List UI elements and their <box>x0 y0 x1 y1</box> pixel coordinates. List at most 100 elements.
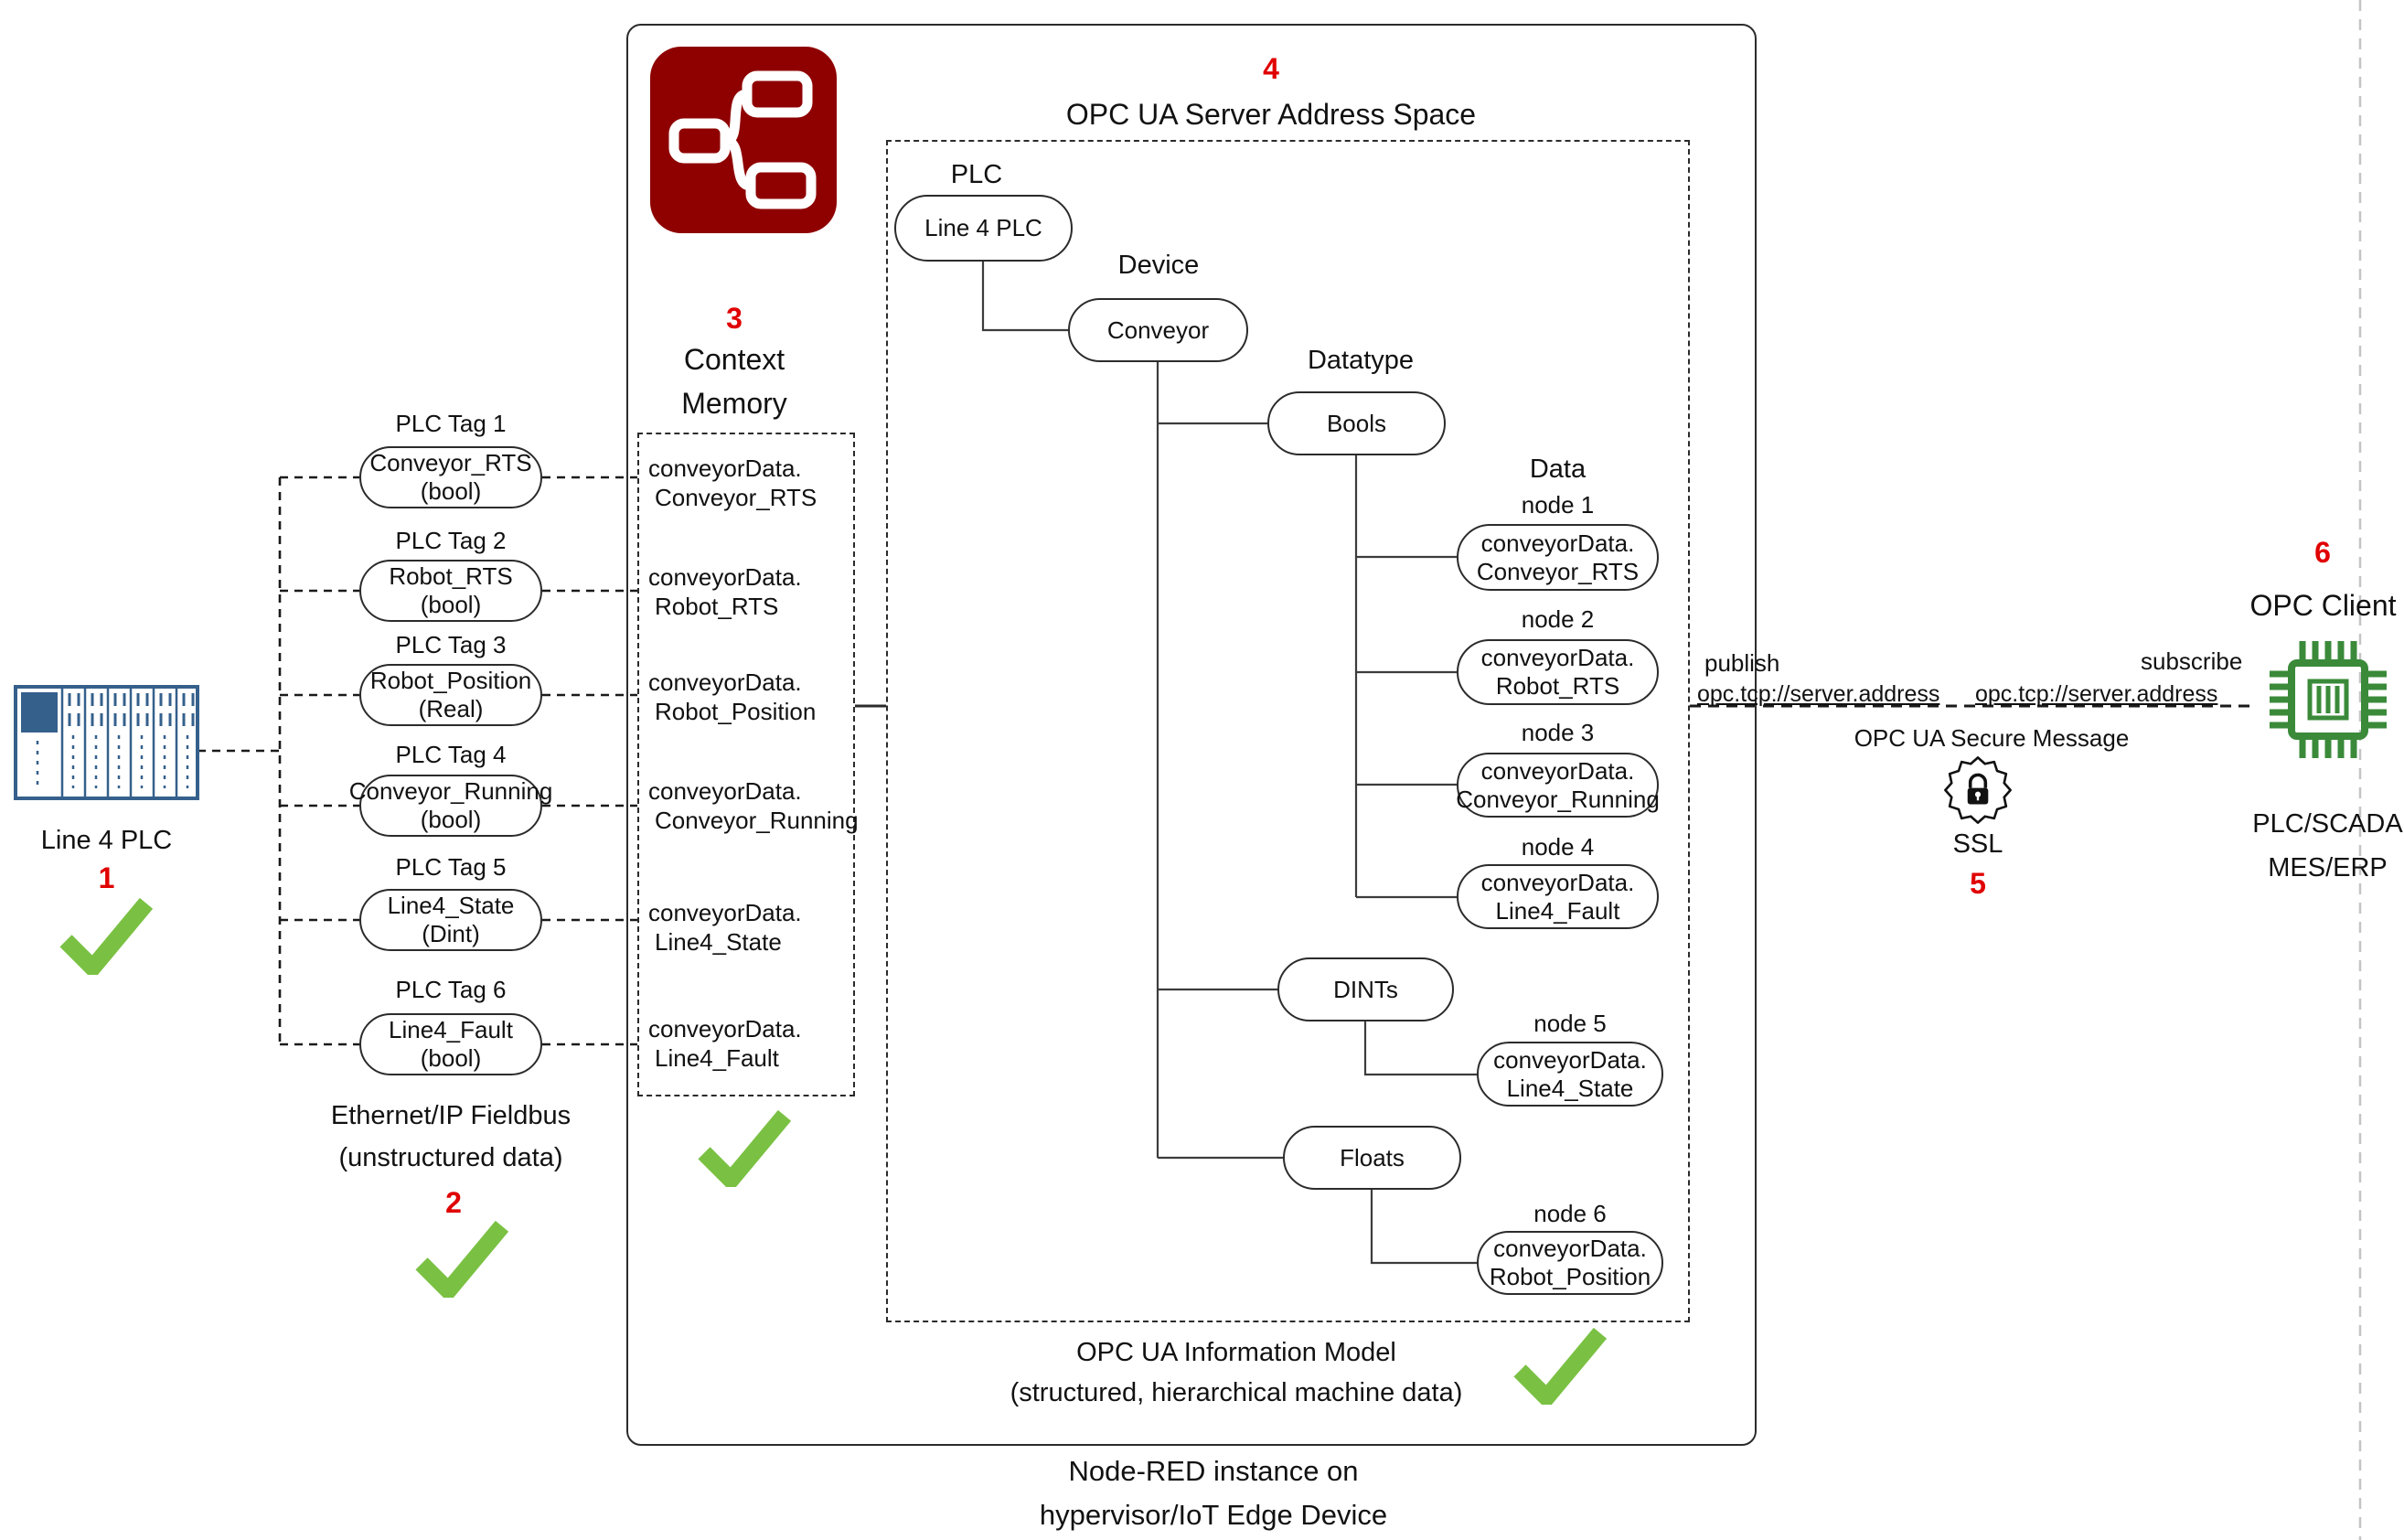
subscribe-label: subscribe <box>2141 647 2243 675</box>
node-red-caption-line1: Node-RED instance on <box>1068 1455 1359 1487</box>
plc-tag-pill: Robot_RTS (bool) <box>359 560 542 622</box>
data-node-pill: conveyorData. Robot_RTS <box>1457 639 1659 705</box>
level-label-data: Data <box>1529 455 1587 484</box>
plc-tag-pill: Line4_State (Dint) <box>359 889 542 951</box>
context-item-name: Line4_Fault <box>655 1043 779 1072</box>
tree-node-label: Bools <box>1326 409 1387 437</box>
plc-rack-icon <box>14 685 199 800</box>
data-node-prefix: conveyorData. <box>1493 1235 1647 1263</box>
step-1: 1 <box>98 861 115 894</box>
data-node-caption: node 1 <box>1521 491 1595 519</box>
context-item-prefix: conveyorData. <box>648 668 802 696</box>
plc-tag-caption: PLC Tag 5 <box>395 853 507 881</box>
tree-node-label: Conveyor <box>1106 315 1210 344</box>
plc-tag-caption: PLC Tag 2 <box>395 527 507 554</box>
data-node-name: Line4_State <box>1506 1074 1634 1102</box>
tag-type: (Real) <box>418 695 484 722</box>
node-red-icon <box>650 47 837 233</box>
data-node-caption: node 3 <box>1521 719 1595 746</box>
plc-label: Line 4 PLC <box>40 826 173 855</box>
ssl-badge-icon <box>1944 756 2012 824</box>
step-6: 6 <box>2314 536 2331 569</box>
tag-name: Conveyor_Running <box>348 777 553 806</box>
tag-name: Line4_Fault <box>389 1016 513 1044</box>
data-node-prefix: conveyorData. <box>1493 1045 1647 1074</box>
data-node-caption: node 6 <box>1533 1200 1607 1227</box>
tree-node-label: Floats <box>1340 1143 1405 1171</box>
step-2: 2 <box>445 1186 462 1219</box>
tag-type: (Dint) <box>422 920 480 947</box>
data-node-caption: node 4 <box>1521 833 1595 861</box>
level-label-plc: PLC <box>950 160 1003 189</box>
tree-node-dints: DINTs <box>1277 957 1454 1021</box>
fieldbus-label-line2: (unstructured data) <box>338 1143 563 1172</box>
data-node-pill: conveyorData. Conveyor_RTS <box>1457 524 1659 591</box>
context-memory-box <box>637 433 855 1096</box>
context-item-name: Conveyor_RTS <box>655 483 817 511</box>
tag-name: Robot_Position <box>369 667 532 695</box>
context-item: conveyorData. Robot_RTS <box>648 563 864 621</box>
data-node-pill: conveyorData. Conveyor_Running <box>1456 753 1660 818</box>
client-system-line1: PLC/SCADA <box>2252 809 2403 839</box>
context-item-name: Robot_RTS <box>655 592 779 620</box>
tree-node-device: Conveyor <box>1068 298 1248 362</box>
ssl-label: SSL <box>1952 829 2003 859</box>
opc-client-title: OPC Client <box>2249 589 2397 622</box>
checkmark-icon <box>698 1109 792 1187</box>
publish-address: opc.tcp://server.address <box>1697 681 1940 707</box>
context-item: conveyorData. Line4_Fault <box>648 1015 864 1073</box>
context-memory-title-line2: Memory <box>681 387 787 420</box>
data-node-prefix: conveyorData. <box>1480 868 1635 896</box>
tree-node-label: Line 4 PLC <box>924 214 1042 242</box>
secure-message-label: OPC UA Secure Message <box>1854 724 2130 752</box>
context-item-prefix: conveyorData. <box>648 563 802 591</box>
information-model-caption-line1: OPC UA Information Model <box>1076 1338 1396 1367</box>
tag-type: (bool) <box>420 591 482 618</box>
context-item-name: Line4_State <box>655 927 782 956</box>
context-memory-title-line1: Context <box>683 343 785 376</box>
data-node-name: Conveyor_Running <box>1456 785 1660 813</box>
step-5: 5 <box>1970 867 1986 900</box>
context-item: conveyorData. Line4_State <box>648 899 864 957</box>
context-item: conveyorData. Conveyor_RTS <box>648 455 864 512</box>
tag-type: (bool) <box>420 1044 482 1072</box>
context-item-prefix: conveyorData. <box>648 455 802 482</box>
subscribe-address: opc.tcp://server.address <box>1975 681 2218 707</box>
plc-tag-caption: PLC Tag 1 <box>395 410 507 437</box>
data-node-name: Line4_Fault <box>1495 896 1620 925</box>
plc-tag-pill: Conveyor_RTS (bool) <box>359 446 542 508</box>
client-system-line2: MES/ERP <box>2268 853 2388 882</box>
plc-tag-caption: PLC Tag 4 <box>395 741 507 768</box>
context-item-name: Conveyor_Running <box>655 806 859 834</box>
address-space-box <box>886 140 1690 1322</box>
tree-node-floats: Floats <box>1283 1126 1461 1190</box>
tree-node-plc: Line 4 PLC <box>894 195 1073 262</box>
chip-icon <box>2270 641 2387 758</box>
publish-label: publish <box>1704 649 1780 677</box>
node-red-caption-line2: hypervisor/IoT Edge Device <box>1039 1499 1388 1531</box>
data-node-pill: conveyorData. Line4_State <box>1477 1042 1663 1107</box>
data-node-pill: conveyorData. Robot_Position <box>1477 1231 1663 1295</box>
tag-type: (bool) <box>420 477 482 505</box>
level-label-datatype: Datatype <box>1307 346 1415 375</box>
plc-tag-caption: PLC Tag 6 <box>395 976 507 1003</box>
information-model-caption-line2: (structured, hierarchical machine data) <box>1010 1378 1463 1407</box>
data-node-name: Robot_RTS <box>1495 672 1620 700</box>
context-item: conveyorData. Conveyor_Running <box>648 777 864 835</box>
plc-tag-caption: PLC Tag 3 <box>395 631 507 658</box>
context-item-prefix: conveyorData. <box>648 899 802 926</box>
plc-tag-pill: Line4_Fault (bool) <box>359 1013 542 1075</box>
data-node-name: Robot_Position <box>1489 1263 1651 1290</box>
tag-name: Line4_State <box>387 892 515 920</box>
tag-type: (bool) <box>420 806 482 833</box>
step-3: 3 <box>726 302 743 335</box>
checkmark-icon <box>415 1220 509 1298</box>
data-node-prefix: conveyorData. <box>1480 756 1635 785</box>
step-4: 4 <box>1263 52 1279 85</box>
data-node-caption: node 5 <box>1533 1010 1607 1037</box>
data-node-prefix: conveyorData. <box>1480 529 1635 557</box>
data-node-caption: node 2 <box>1521 605 1595 633</box>
address-space-title: OPC UA Server Address Space <box>1065 98 1477 131</box>
